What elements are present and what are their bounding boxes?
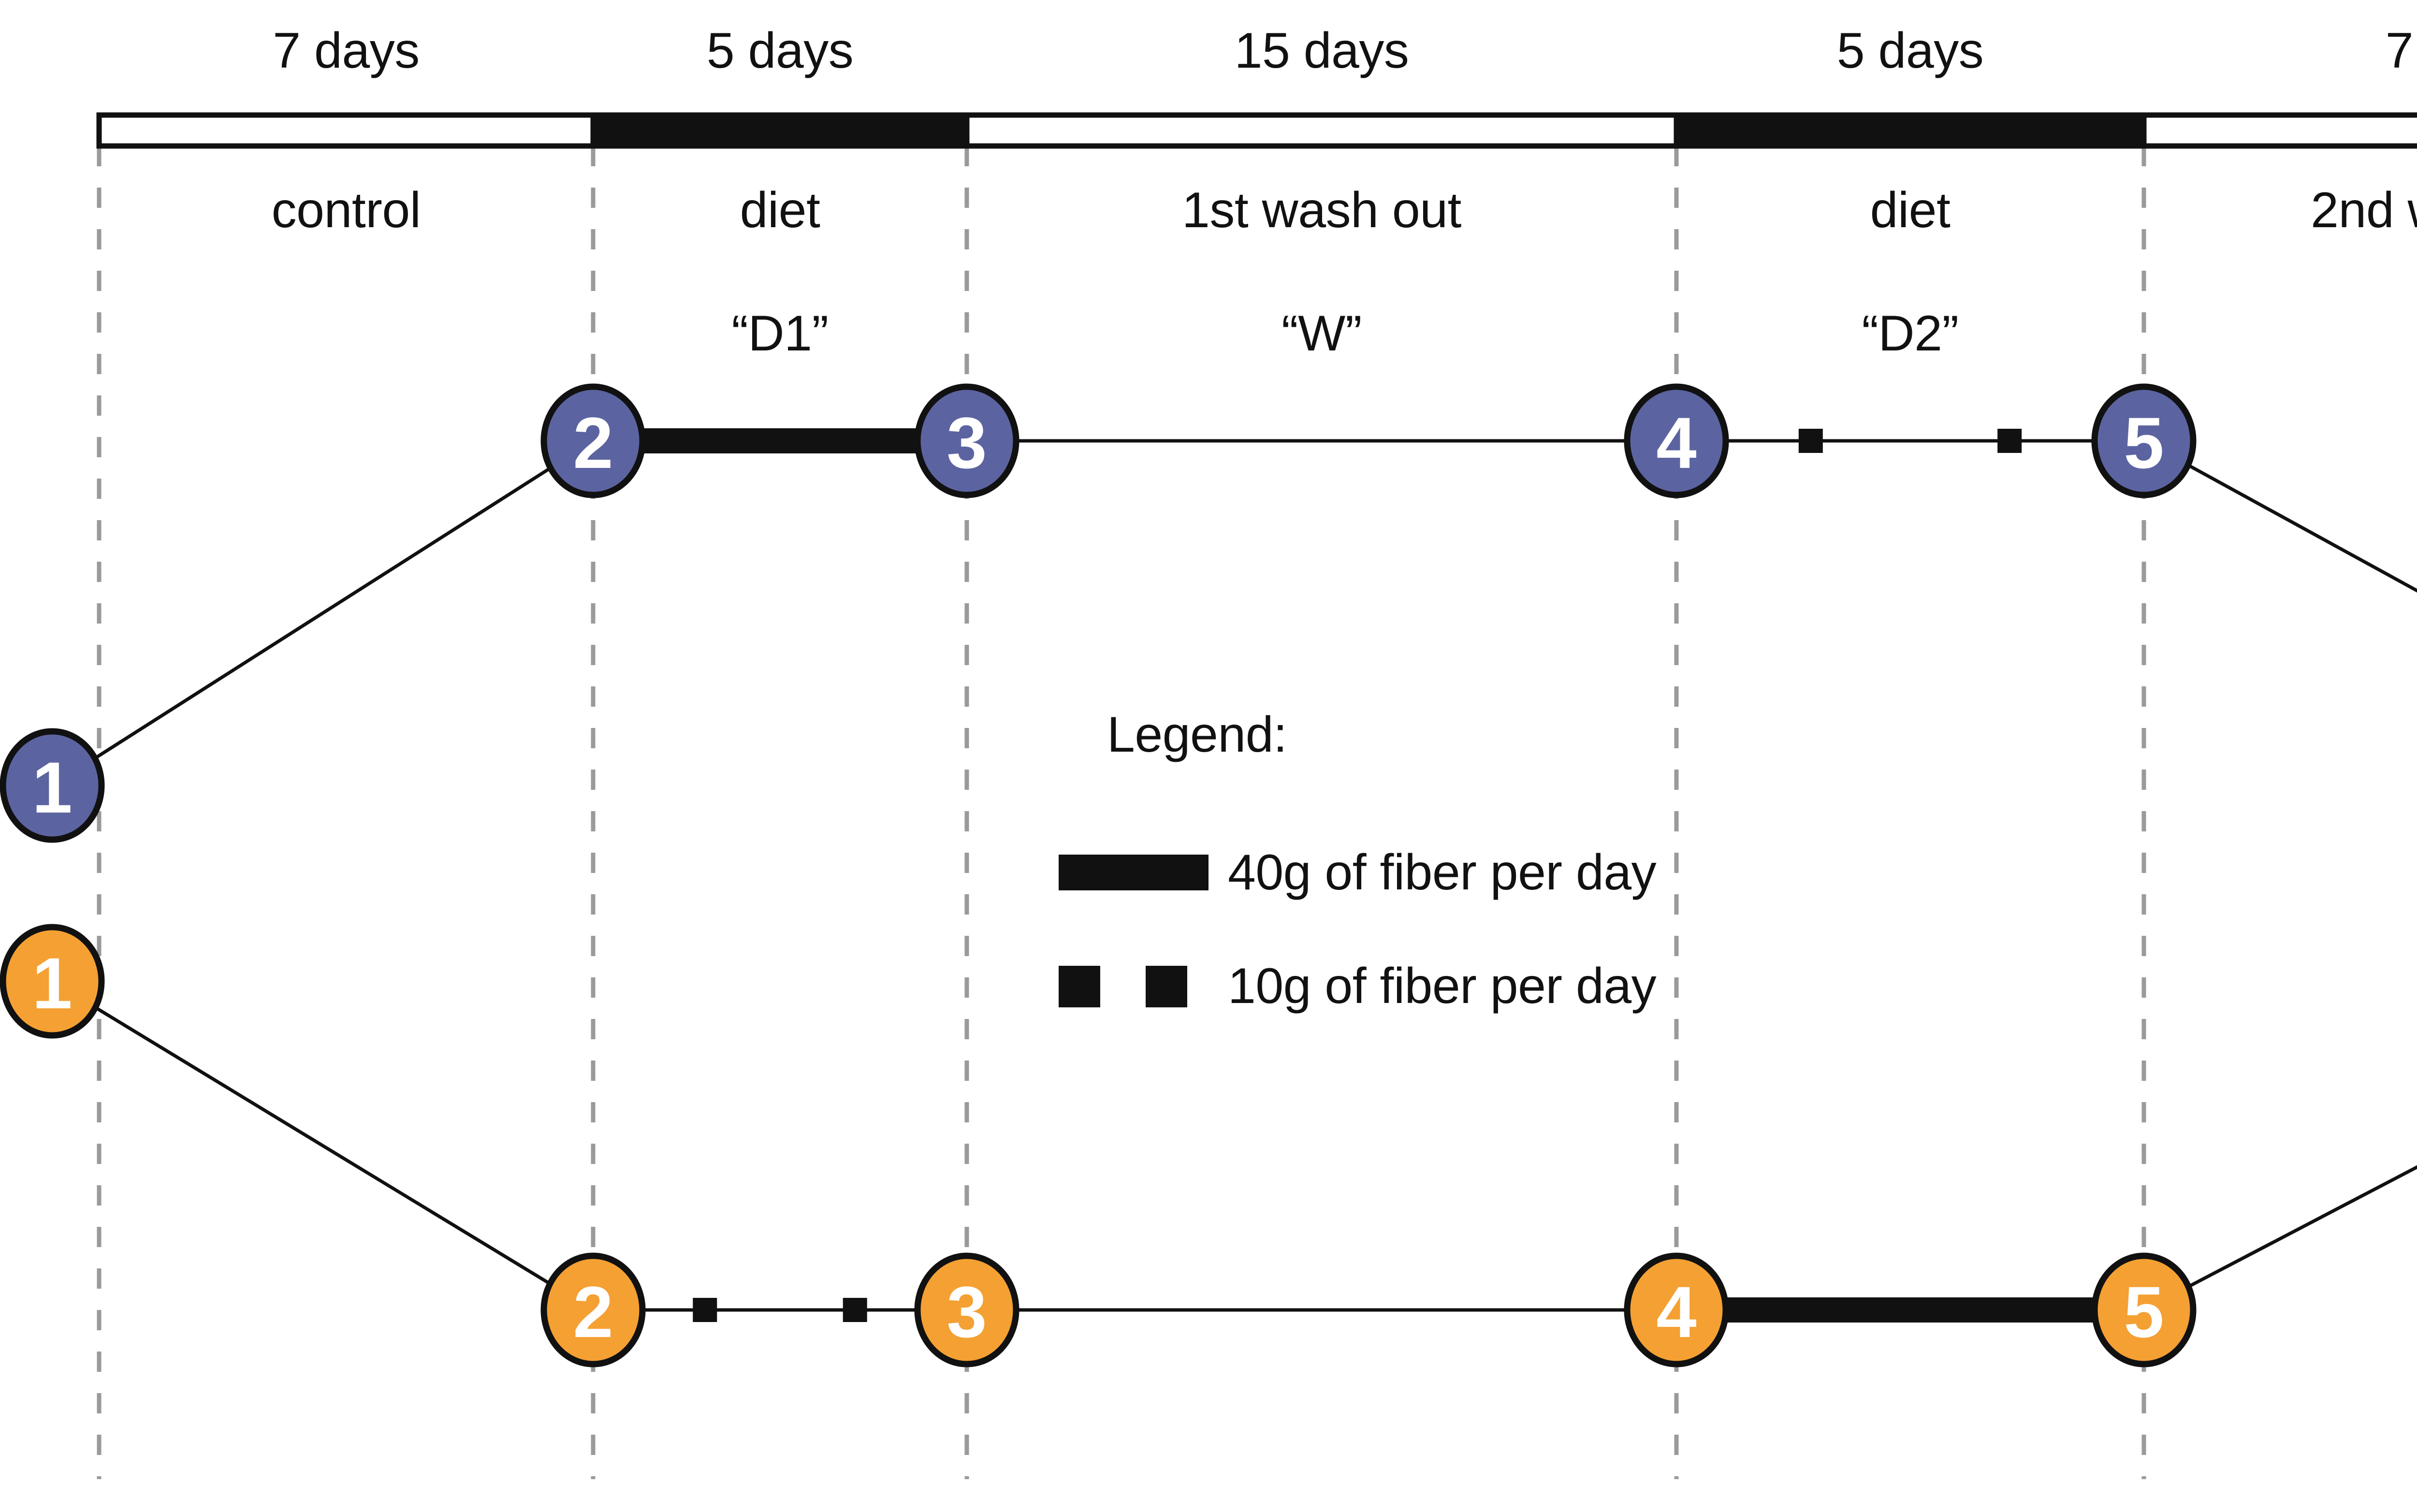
orange-arm-link-4-5-thick-40g — [1719, 1297, 2101, 1323]
orange-arm-link-2-3-dash-square-0 — [693, 1298, 717, 1322]
legend-swatch-10g-square-1 — [1059, 966, 1100, 1007]
legend-swatches — [1059, 855, 1208, 1007]
phase-code-label-3: “D2” — [1862, 305, 1959, 362]
timeline-bar — [96, 112, 2417, 149]
orange-arm-link-5-6-thin — [2187, 1165, 2417, 1288]
phase-label-control: control — [271, 182, 421, 238]
phase-label-diet: diet — [740, 182, 820, 238]
blue-arm-node-5[interactable] — [2091, 383, 2197, 498]
blue-arm-node-1[interactable] — [0, 728, 105, 843]
blue-arm-node-2[interactable] — [540, 383, 646, 498]
blue-arm-link-2-3-thick-40g — [636, 428, 924, 453]
phase-code-label-2: “W” — [1281, 305, 1362, 362]
duration-label-1: 5 days — [706, 23, 854, 79]
duration-label-0: 7 days — [273, 23, 420, 79]
blue-arm-node-4[interactable] — [1624, 383, 1729, 498]
orange-arm-node-4[interactable] — [1624, 1252, 1729, 1367]
duration-label-3: 5 days — [1836, 23, 1984, 79]
timeline-segment-control — [96, 112, 596, 149]
orange-arm-node-2[interactable] — [540, 1252, 646, 1367]
timeline-segment-1st-wash-out — [964, 112, 1679, 149]
legend-item-label-10g: 10g of fiber per day — [1228, 958, 1657, 1014]
phase-label-diet: diet — [1870, 182, 1951, 238]
legend-item-label-40g: 40g of fiber per day — [1228, 844, 1657, 901]
phase-label-2nd-wash-out: 2nd wash out — [2311, 182, 2417, 238]
blue-arm-link-4-5-dash-square-1 — [1997, 429, 2022, 453]
blue-arm-link-1-2-thin — [94, 466, 552, 760]
phase-boundary-gridlines — [97, 146, 2146, 1479]
duration-label-2: 15 days — [1234, 23, 1409, 79]
arm-nodes-layer — [0, 383, 2197, 1367]
orange-arm-link-2-3-dash-square-1 — [843, 1298, 867, 1322]
orange-arm-node-5[interactable] — [2091, 1252, 2197, 1367]
legend-swatch-10g-square-2 — [1146, 966, 1187, 1007]
blue-arm-link-4-5-dash-square-0 — [1798, 429, 1823, 453]
orange-arm-node-3[interactable] — [914, 1252, 1019, 1367]
blue-arm-node-3[interactable] — [914, 383, 1019, 498]
blue-arm-link-5-6-thin — [2187, 463, 2417, 593]
legend-title: Legend: — [1107, 707, 1287, 763]
orange-arm-link-1-2-thin — [94, 1006, 551, 1285]
orange-arm-node-1[interactable] — [0, 924, 105, 1039]
phase-label-1st-wash-out: 1st wash out — [1182, 182, 1461, 238]
timeline-segment-2nd-wash-out — [2141, 112, 2417, 149]
arm-links-layer — [94, 428, 2417, 1323]
legend-swatch-40g-solid-bar — [1059, 855, 1208, 890]
duration-label-4: 7 days — [2385, 23, 2417, 79]
timeline-segment-diet — [590, 112, 970, 149]
phase-code-label-1: “D1” — [731, 305, 829, 362]
timeline-segment-diet — [1674, 112, 2147, 149]
